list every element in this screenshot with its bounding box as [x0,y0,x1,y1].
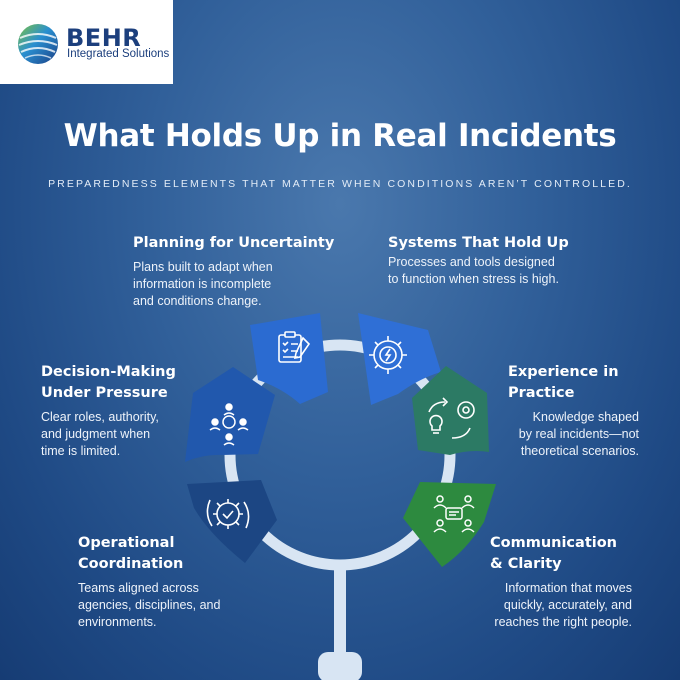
planning-desc: Plans built to adapt when information is… [133,260,273,308]
communication-title: Communication & Clarity [490,535,618,572]
lightbulb-cycle-icon [428,397,475,439]
coordination-title: Operational Coordination [78,535,184,572]
team-chat-icon [433,495,475,533]
decision-desc: Clear roles, authority, and judgment whe… [41,410,159,458]
segment-communication [403,482,496,567]
coordination-desc: Teams aligned across agencies, disciplin… [78,581,221,629]
decision-title: Decision-Making Under Pressure [41,364,176,401]
segment-planning [250,313,328,404]
globe-logo-icon [18,24,58,64]
communication-desc: Information that moves quickly, accurate… [494,581,632,629]
segment-decision [185,367,275,462]
segment-systems [358,313,441,405]
page-title: What Holds Up in Real Incidents [63,118,617,154]
gear-check-icon [206,499,250,529]
handle-base [318,652,362,680]
brand-tagline: Integrated Solutions [67,48,170,60]
logo: BEHR Integrated Solutions [0,0,173,84]
segment-experience [412,366,489,455]
gear-bolt-icon [369,336,407,374]
experience-title: Experience in Practice [508,364,619,401]
checklist-icon [278,331,311,363]
segment-coordination [187,480,277,563]
systems-title: Systems That Hold Up [388,235,569,251]
systems-desc: Processes and tools designed to function… [388,255,559,286]
handle-stem [334,565,346,660]
brand-name: BEHR [66,24,142,52]
planning-title: Planning for Uncertainty [133,235,335,251]
page-subtitle: PREPAREDNESS ELEMENTS THAT MATTER WHEN C… [48,178,632,190]
experience-desc: Knowledge shaped by real incidents—not t… [518,410,639,458]
team-network-icon [209,403,249,446]
